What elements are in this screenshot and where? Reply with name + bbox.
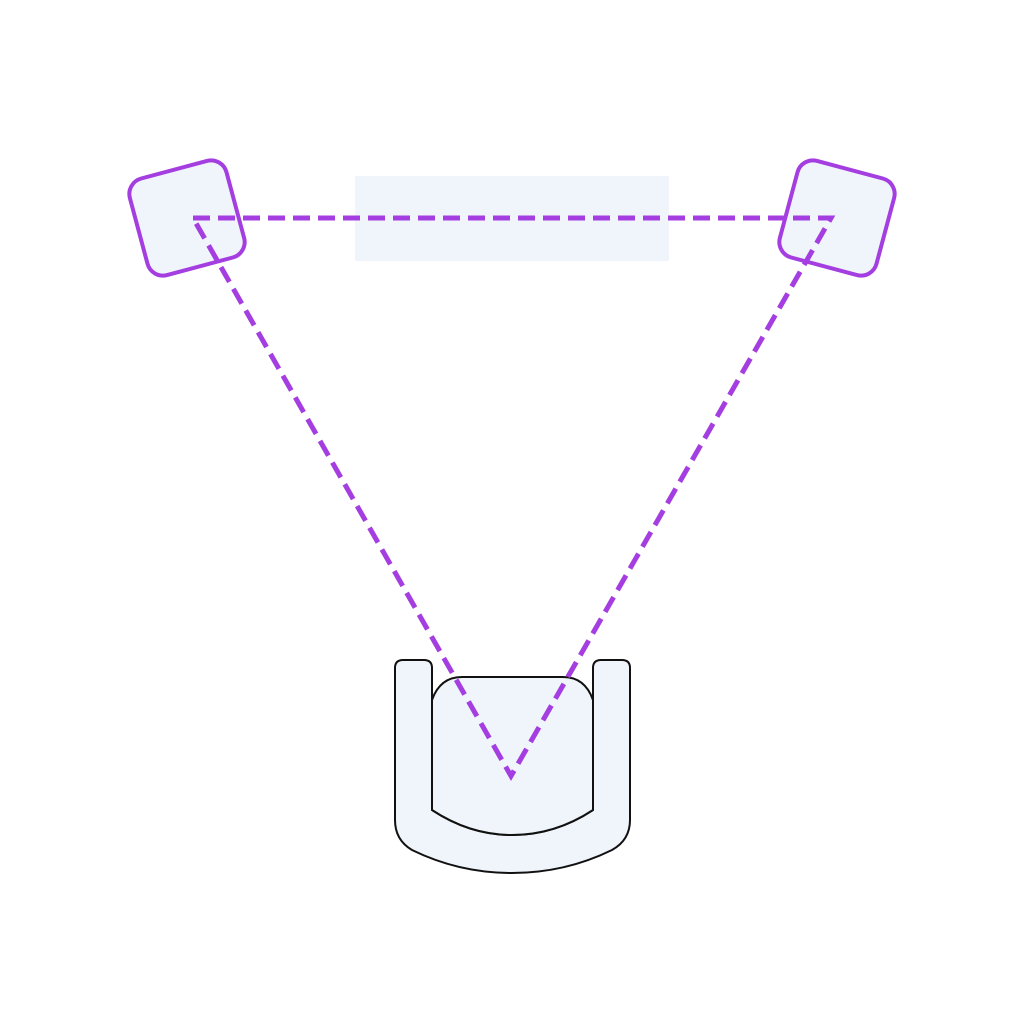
right-speaker-icon <box>777 158 897 278</box>
left-speaker-icon <box>127 158 247 278</box>
listener-chair-icon <box>394 659 631 874</box>
stereo-triangle <box>188 215 836 782</box>
